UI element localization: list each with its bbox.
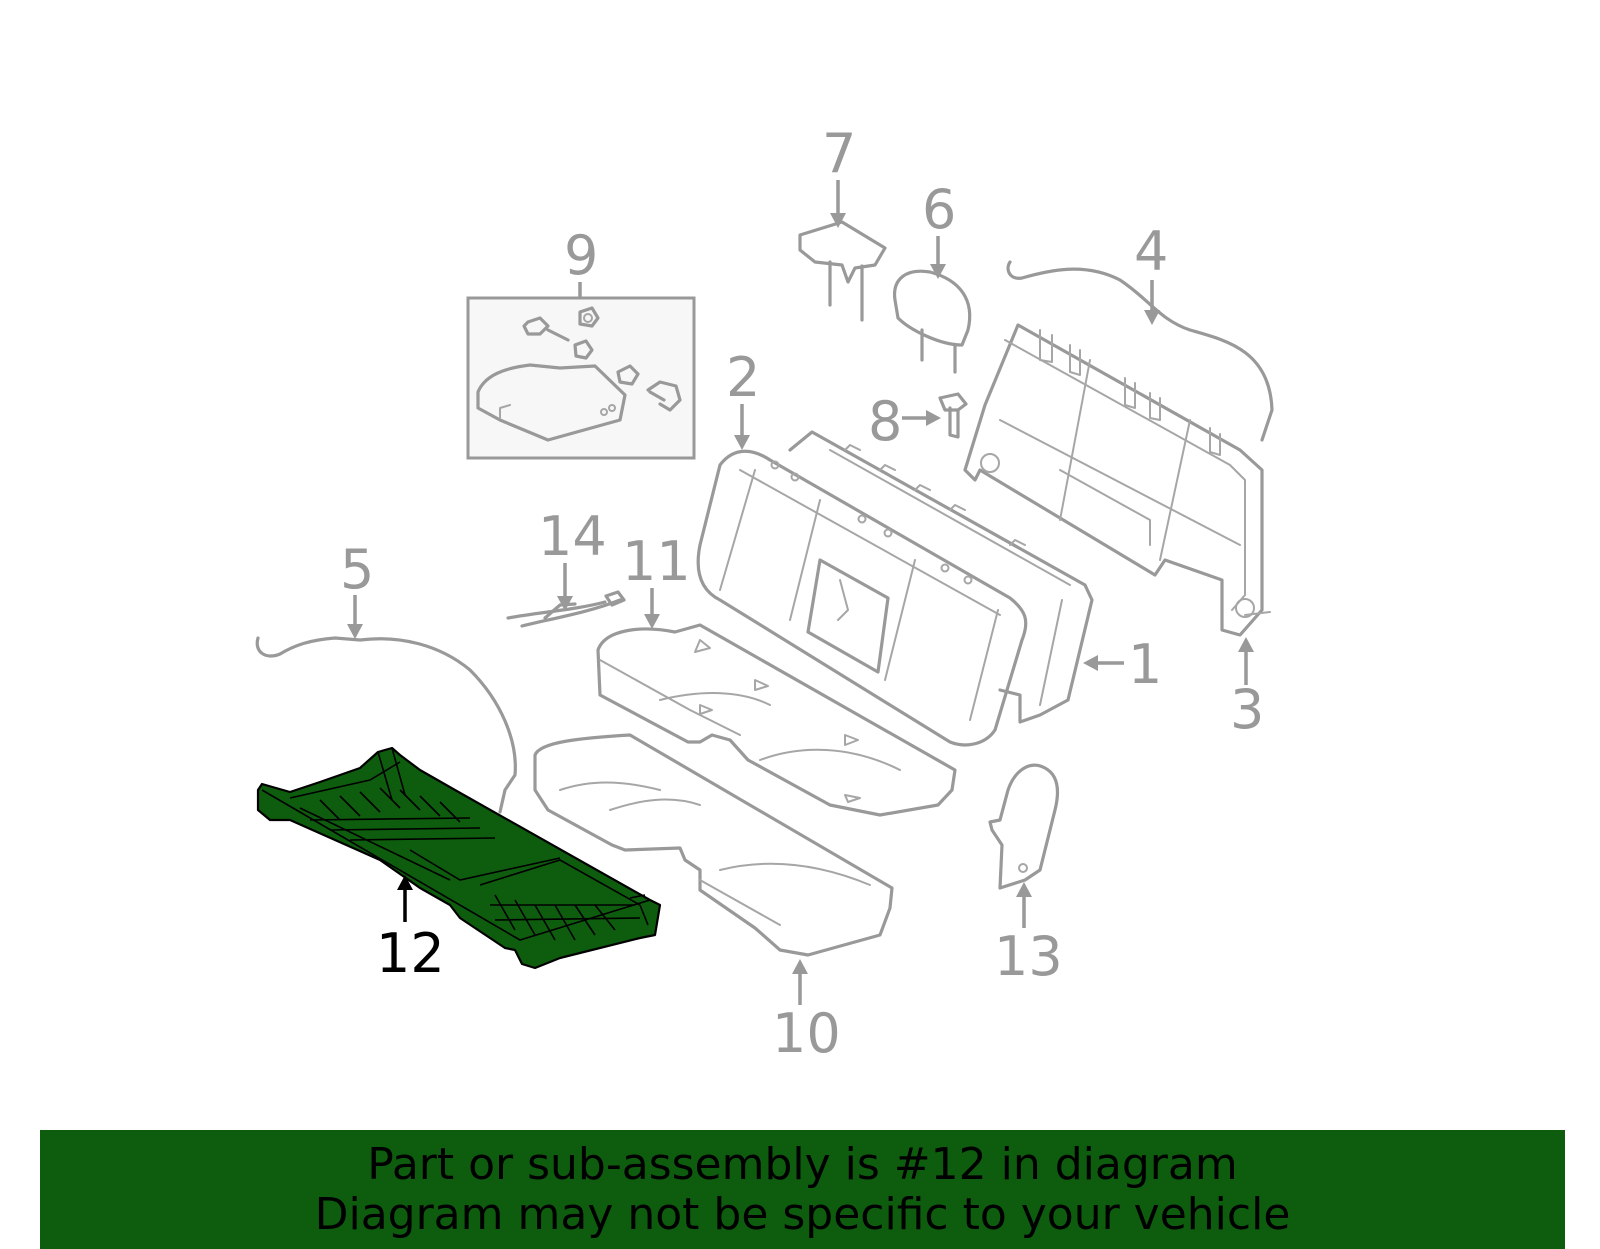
part-13-trim-cover[interactable] bbox=[988, 763, 1060, 890]
part-4-cable[interactable] bbox=[1006, 260, 1274, 442]
part-9-hardware-kit[interactable] bbox=[466, 296, 696, 460]
part-3-seatback-frame[interactable] bbox=[963, 323, 1271, 637]
part-2-seatback-front[interactable] bbox=[696, 449, 1028, 747]
callout-2: 2 bbox=[726, 346, 760, 409]
callout-5: 5 bbox=[340, 538, 374, 601]
part-14-harness[interactable] bbox=[506, 590, 626, 628]
part-11-cushion-pad[interactable] bbox=[596, 623, 957, 817]
callout-6: 6 bbox=[922, 178, 956, 241]
banner-line-2: Diagram may not be specific to your vehi… bbox=[314, 1188, 1291, 1240]
callout-10: 10 bbox=[772, 1002, 841, 1065]
part-8-guide[interactable] bbox=[938, 392, 968, 439]
part-12-cushion-frame[interactable] bbox=[256, 746, 662, 970]
part-10-seat-cushion[interactable] bbox=[533, 733, 894, 957]
callout-11: 11 bbox=[622, 530, 691, 593]
parts-diagram: 7 6 4 9 2 8 14 11 5 1 3 13 10 12 bbox=[255, 122, 1274, 1065]
callout-4: 4 bbox=[1134, 220, 1168, 283]
callout-9: 9 bbox=[564, 224, 598, 287]
part-5-cable[interactable] bbox=[255, 636, 517, 814]
banner-line-1: Part or sub-assembly is #12 in diagram bbox=[367, 1138, 1238, 1190]
callout-14: 14 bbox=[538, 505, 607, 568]
callout-13: 13 bbox=[994, 925, 1063, 988]
part-6-headrest[interactable] bbox=[893, 269, 972, 374]
info-banner: Part or sub-assembly is #12 in diagram D… bbox=[40, 1130, 1565, 1249]
callout-1: 1 bbox=[1128, 633, 1162, 696]
callout-12: 12 bbox=[376, 922, 445, 985]
callout-8: 8 bbox=[868, 390, 902, 453]
callout-labels: 7 6 4 9 2 8 14 11 5 1 3 13 10 12 bbox=[340, 122, 1264, 1065]
leader-arrows bbox=[347, 180, 1254, 1005]
part-7-headrest[interactable] bbox=[798, 220, 887, 322]
part-1-seatback-rear[interactable] bbox=[788, 430, 1094, 724]
callout-3: 3 bbox=[1230, 678, 1264, 741]
callout-7: 7 bbox=[822, 122, 856, 185]
